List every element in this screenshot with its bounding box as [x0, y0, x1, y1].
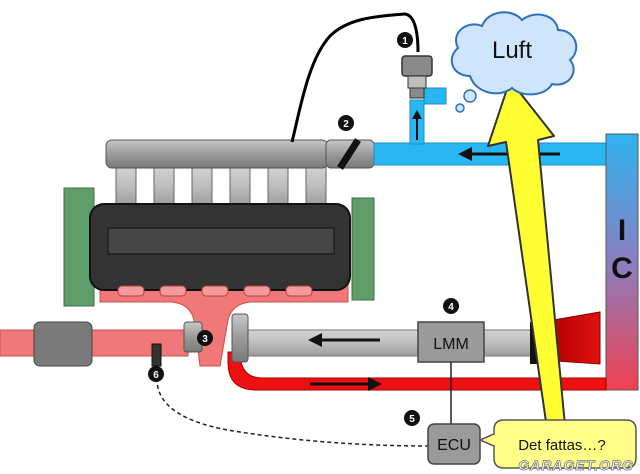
marker-6-label: 6: [153, 370, 159, 381]
intercooler-label-i: I: [618, 214, 626, 247]
vacuum-hose: [290, 12, 420, 143]
intake-plenum: [105, 139, 329, 169]
marker-3-label: 3: [202, 334, 208, 345]
lmm-label: LMM: [433, 336, 469, 353]
intake-runners: [115, 165, 327, 207]
ecu-box: [427, 423, 481, 465]
wire-sensor6-ecu: [156, 377, 431, 447]
marker-1-label: 1: [402, 36, 408, 47]
watermark: GARAGET.ORG: [518, 457, 634, 473]
marker-1: 1: [397, 32, 413, 48]
marker-3: 3: [197, 330, 213, 346]
engine-head-detail: [107, 227, 335, 255]
air-cloud: [450, 11, 578, 113]
speech-bubble: [478, 419, 637, 469]
flow-arrow-riser: [412, 110, 422, 140]
marker-6: 6: [148, 366, 164, 382]
intercooler-label-c: C: [611, 252, 633, 285]
ecu-label: ECU: [437, 437, 471, 454]
marker-2-label: 2: [343, 119, 349, 130]
charge-pipe-hot: [227, 351, 607, 391]
exhaust-manifold: [99, 281, 349, 367]
yellow-arrow: [487, 79, 567, 437]
engine-cooling-fins: [63, 187, 375, 307]
throttle-plate: [337, 138, 361, 170]
marker-5-label: 5: [409, 414, 415, 425]
marker-4-label: 4: [448, 302, 454, 313]
air-label: Luft: [492, 37, 532, 64]
exhaust-muffler: [33, 321, 93, 367]
flow-arrow-charge: [310, 377, 382, 391]
turbocharger: [183, 313, 249, 363]
marker-5: 5: [404, 410, 420, 426]
inlet-pipe-gray: [239, 329, 535, 357]
exhaust-pipe: [0, 329, 189, 357]
sensor-6: [151, 343, 162, 367]
intercooler: [605, 133, 639, 391]
flow-arrow-inlet: [308, 333, 380, 347]
speech-bubble-text: Det fattas…?: [518, 437, 606, 454]
exhaust-ports: [117, 285, 313, 297]
marker-2: 2: [338, 115, 354, 131]
marker-4: 4: [443, 298, 459, 314]
bypass-valve: [401, 55, 433, 99]
